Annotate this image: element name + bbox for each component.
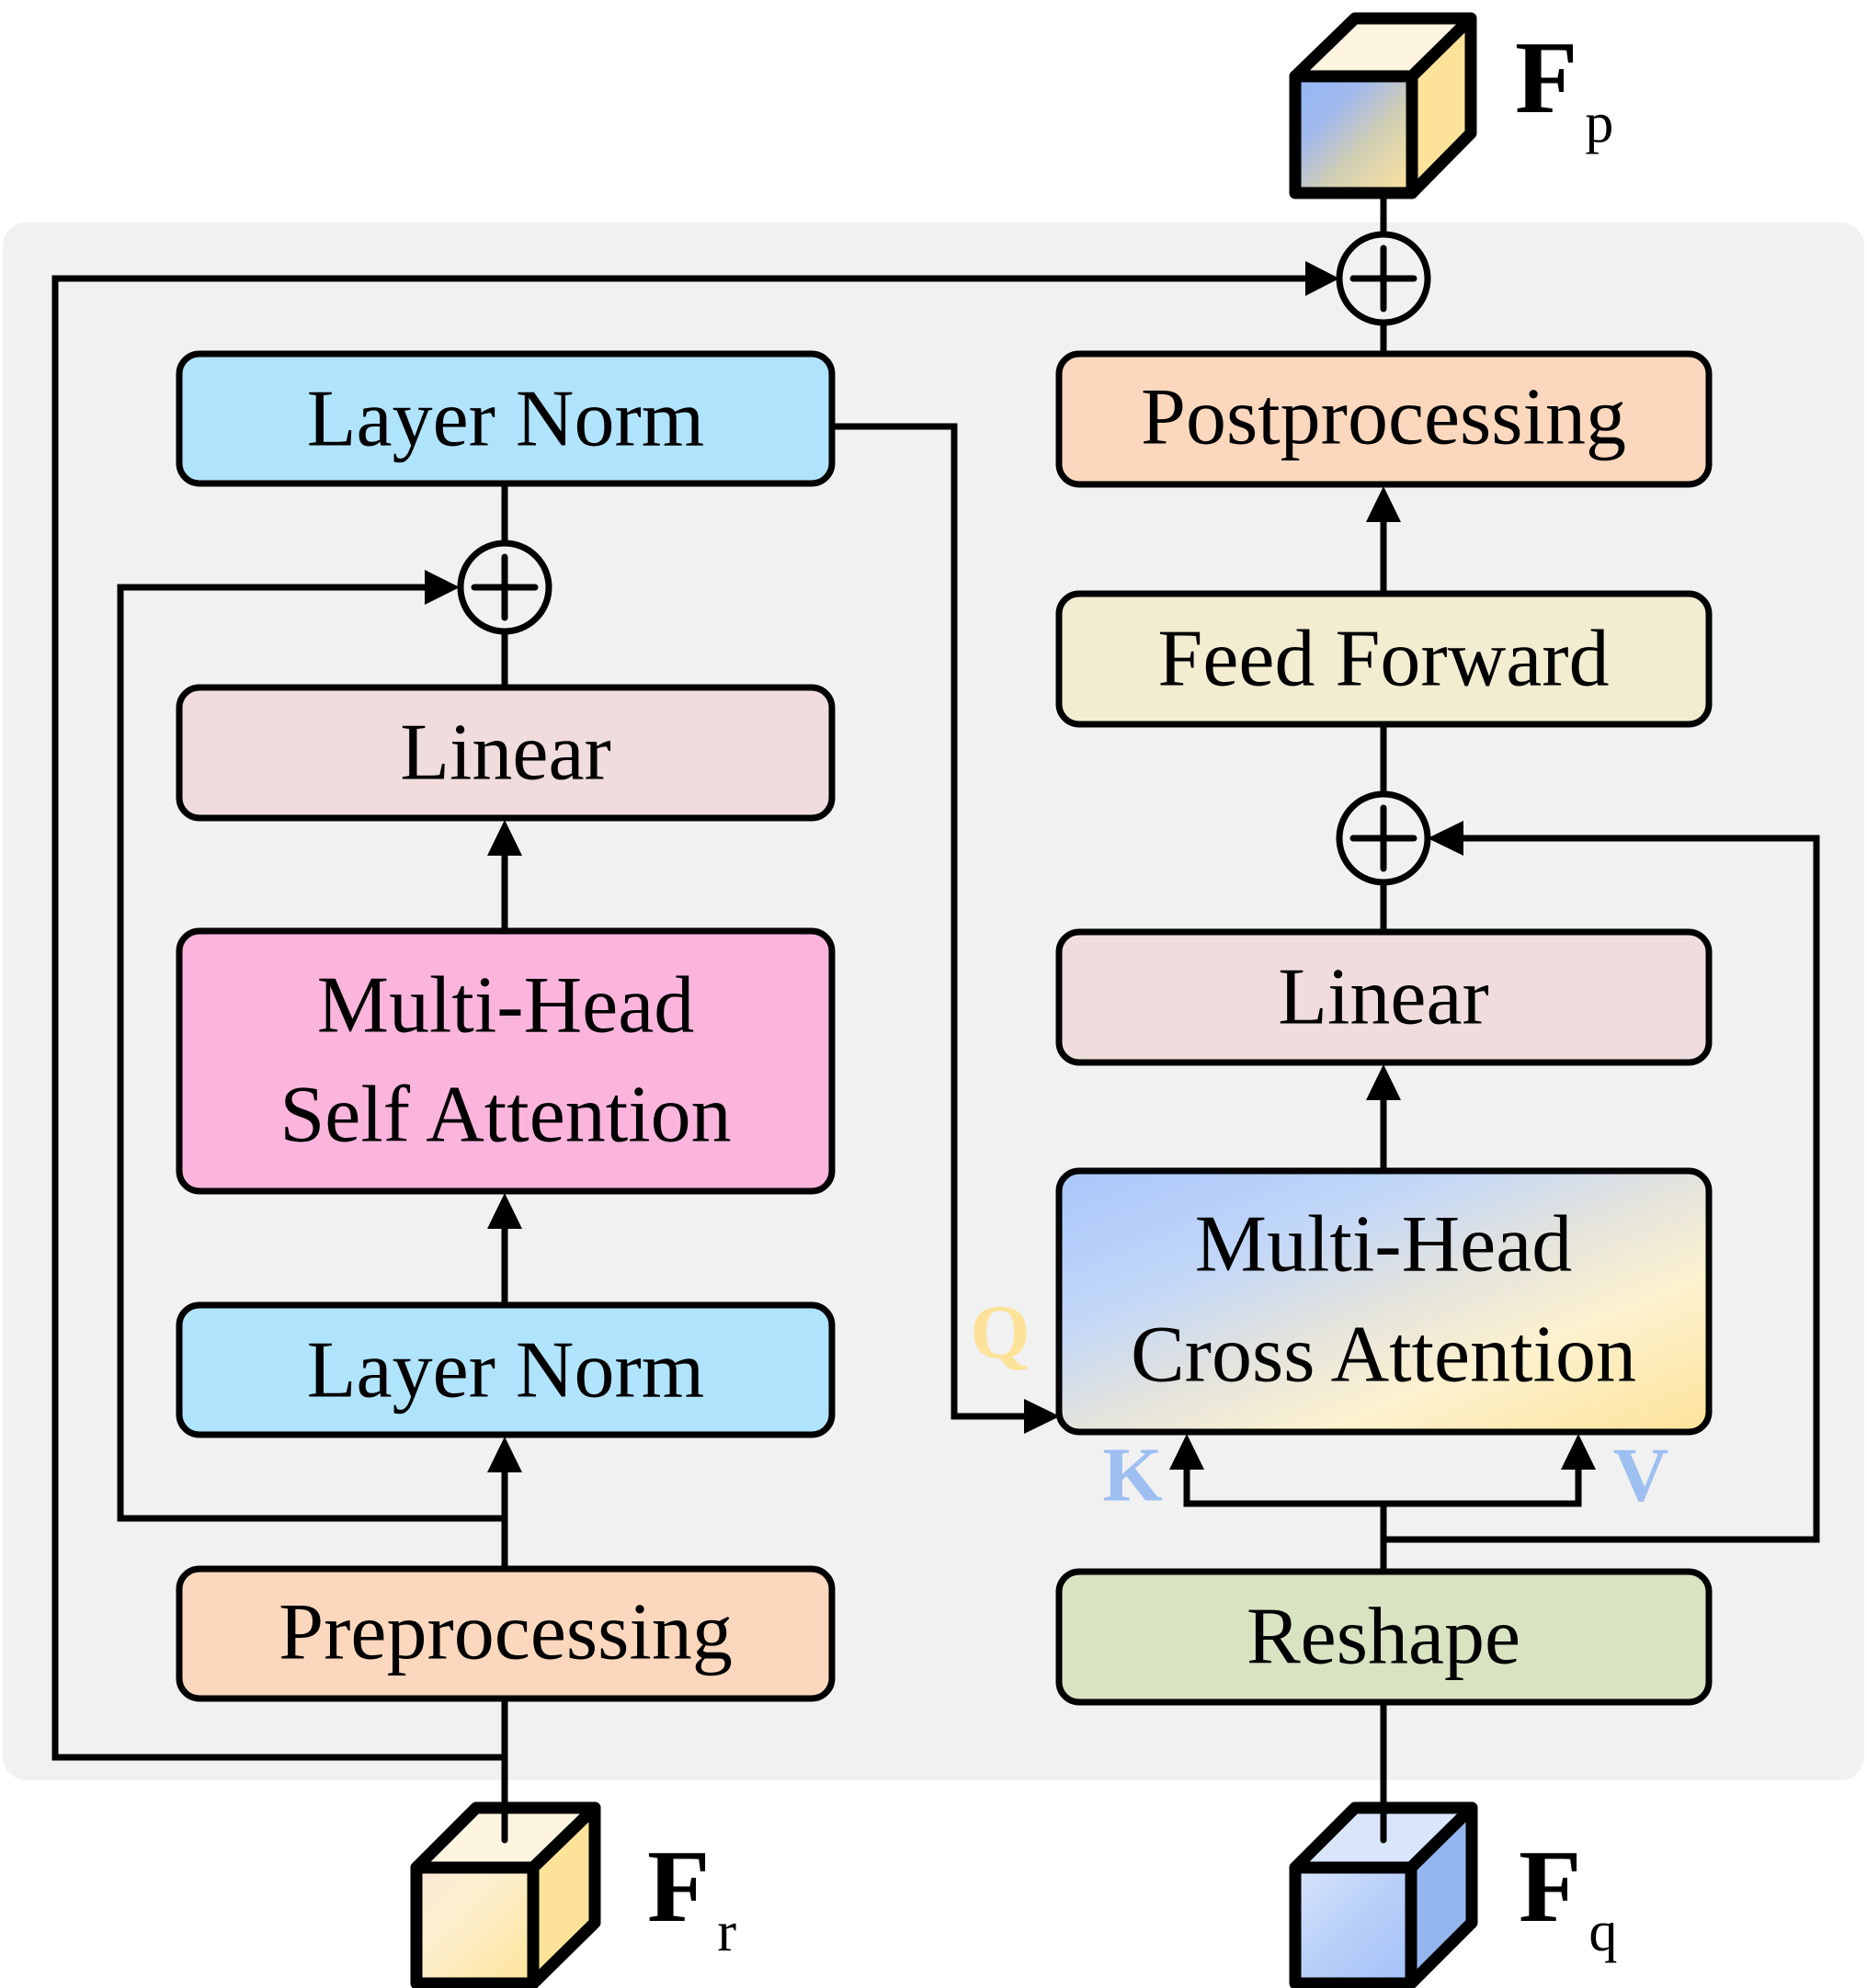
input-r-tensor-label: F r bbox=[647, 1830, 736, 1963]
feed-forward-label: Feed Forward bbox=[1157, 615, 1609, 704]
layer-norm-bottom-box: Layer Norm bbox=[176, 1301, 836, 1438]
inner-skip-connection bbox=[117, 584, 508, 1522]
linear-left-label: Linear bbox=[400, 709, 611, 798]
output-tensor-cube-icon bbox=[1289, 12, 1477, 199]
output-tensor-label: F p bbox=[1515, 21, 1613, 154]
self-attention-box: Multi-Head Self Attention bbox=[176, 927, 836, 1195]
add-operator-left bbox=[457, 540, 552, 635]
right-skip-connection bbox=[1380, 835, 1820, 1543]
postprocessing-box: Postprocessing bbox=[1055, 350, 1713, 488]
preprocessing-box: Preprocessing bbox=[176, 1565, 836, 1702]
layer-norm-top-box: Layer Norm bbox=[176, 350, 836, 487]
arrowhead-q bbox=[1024, 1399, 1060, 1434]
outer-skip-connection bbox=[51, 275, 1327, 1761]
query-connection bbox=[828, 423, 1029, 1420]
arrowhead-v bbox=[1561, 1434, 1596, 1470]
self-attention-label-line2: Self Attention bbox=[279, 1071, 731, 1160]
arrowhead-top-plus bbox=[1305, 261, 1339, 296]
cross-attention-label-line1: Multi-Head bbox=[1195, 1200, 1573, 1289]
input-q-tensor-subscript: q bbox=[1588, 1901, 1617, 1963]
key-value-split bbox=[1183, 1465, 1582, 1507]
arrowhead-k bbox=[1169, 1434, 1204, 1470]
linear-right-box: Linear bbox=[1055, 928, 1713, 1066]
arrowhead-post bbox=[1366, 486, 1401, 522]
add-operator-top bbox=[1336, 231, 1431, 326]
reshape-box: Reshape bbox=[1055, 1568, 1713, 1706]
value-label: V bbox=[1613, 1433, 1669, 1518]
arrowhead-ln2 bbox=[487, 1437, 522, 1472]
arrowhead-mhsa bbox=[487, 1193, 522, 1229]
arrowhead-linear-right bbox=[1366, 1064, 1401, 1100]
add-operator-right bbox=[1336, 790, 1431, 886]
input-q-tensor-symbol: F bbox=[1519, 1830, 1581, 1944]
postprocessing-label: Postprocessing bbox=[1141, 373, 1626, 462]
key-label: K bbox=[1102, 1433, 1162, 1518]
output-tensor-subscript: p bbox=[1585, 92, 1613, 154]
layer-norm-bottom-label: Layer Norm bbox=[307, 1326, 704, 1415]
cross-attention-label-line2: Cross Attention bbox=[1131, 1311, 1636, 1400]
input-r-tensor-cube-icon bbox=[410, 1777, 601, 1988]
cross-attention-box: Multi-Head Cross Attention bbox=[1055, 1167, 1713, 1436]
output-tensor-symbol: F bbox=[1515, 21, 1577, 135]
input-q-tensor-label: F q bbox=[1519, 1830, 1617, 1963]
input-r-tensor-subscript: r bbox=[717, 1901, 736, 1963]
reshape-label: Reshape bbox=[1247, 1593, 1520, 1682]
input-r-tensor-symbol: F bbox=[647, 1830, 710, 1944]
query-label: Q bbox=[970, 1290, 1030, 1376]
arrowhead-linear-left bbox=[487, 820, 522, 856]
feed-forward-box: Feed Forward bbox=[1055, 590, 1713, 728]
input-q-tensor-cube-icon bbox=[1289, 1777, 1478, 1988]
preprocessing-label: Preprocessing bbox=[279, 1588, 733, 1677]
linear-right-label: Linear bbox=[1278, 953, 1489, 1042]
linear-left-box: Linear bbox=[176, 684, 836, 822]
layer-norm-top-label: Layer Norm bbox=[307, 375, 704, 464]
self-attention-label-line1: Multi-Head bbox=[317, 961, 695, 1051]
arrowhead-right-plus bbox=[1428, 821, 1463, 856]
arrowhead-left-plus bbox=[425, 570, 460, 605]
